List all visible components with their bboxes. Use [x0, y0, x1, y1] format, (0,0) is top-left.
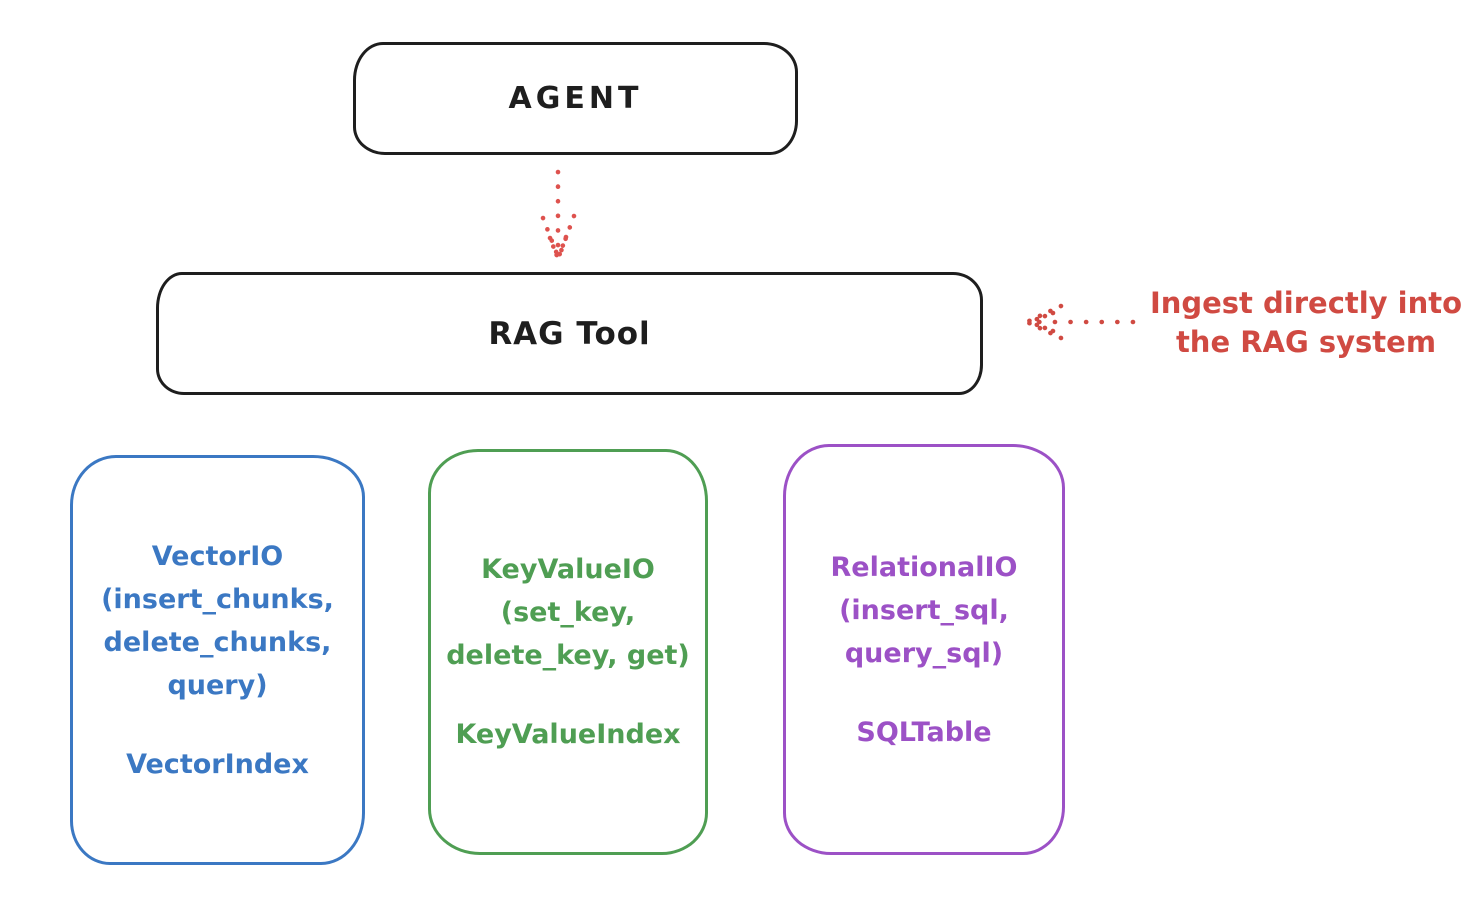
vector-io-methods: VectorIO (insert_chunks, delete_chunks, … [101, 535, 334, 707]
relational-io-line: query_sql) [844, 637, 1004, 669]
keyvalue-index-label: KeyValueIndex [455, 719, 681, 750]
keyvalue-io-line: delete_key, get) [446, 640, 690, 671]
agent-node: AGENT [353, 42, 798, 155]
ingest-annotation: Ingest directly into the RAG system [1136, 284, 1476, 362]
relational-io-node: RelationalIO (insert_sql, query_sql) SQL… [783, 444, 1065, 855]
relational-io-line: (insert_sql, [839, 594, 1009, 626]
vector-io-node: VectorIO (insert_chunks, delete_chunks, … [70, 455, 365, 865]
keyvalue-io-line: (set_key, [500, 597, 636, 628]
sql-table-label: SQLTable [856, 716, 992, 748]
vector-io-line: delete_chunks, [103, 626, 332, 658]
vector-io-line: (insert_chunks, [101, 583, 334, 615]
vector-index-label: VectorIndex [126, 748, 309, 780]
keyvalue-io-line: KeyValueIO [481, 554, 655, 585]
rag-tool-node: RAG Tool [156, 272, 983, 395]
relational-io-methods: RelationalIO (insert_sql, query_sql) [831, 546, 1018, 675]
keyvalue-io-node: KeyValueIO (set_key, delete_key, get) Ke… [428, 449, 708, 855]
agent-node-label: AGENT [508, 81, 643, 116]
keyvalue-io-methods: KeyValueIO (set_key, delete_key, get) [446, 548, 690, 677]
rag-tool-node-label: RAG Tool [488, 315, 651, 352]
ingest-annotation-line1: Ingest directly into [1149, 286, 1463, 320]
vector-io-line: VectorIO [151, 540, 284, 572]
ingest-annotation-line2: the RAG system [1175, 325, 1437, 359]
vector-io-line: query) [167, 669, 268, 701]
annotation-to-rag-arrow [1026, 303, 1136, 341]
agent-to-rag-arrow [540, 169, 577, 259]
relational-io-line: RelationalIO [830, 551, 1018, 583]
